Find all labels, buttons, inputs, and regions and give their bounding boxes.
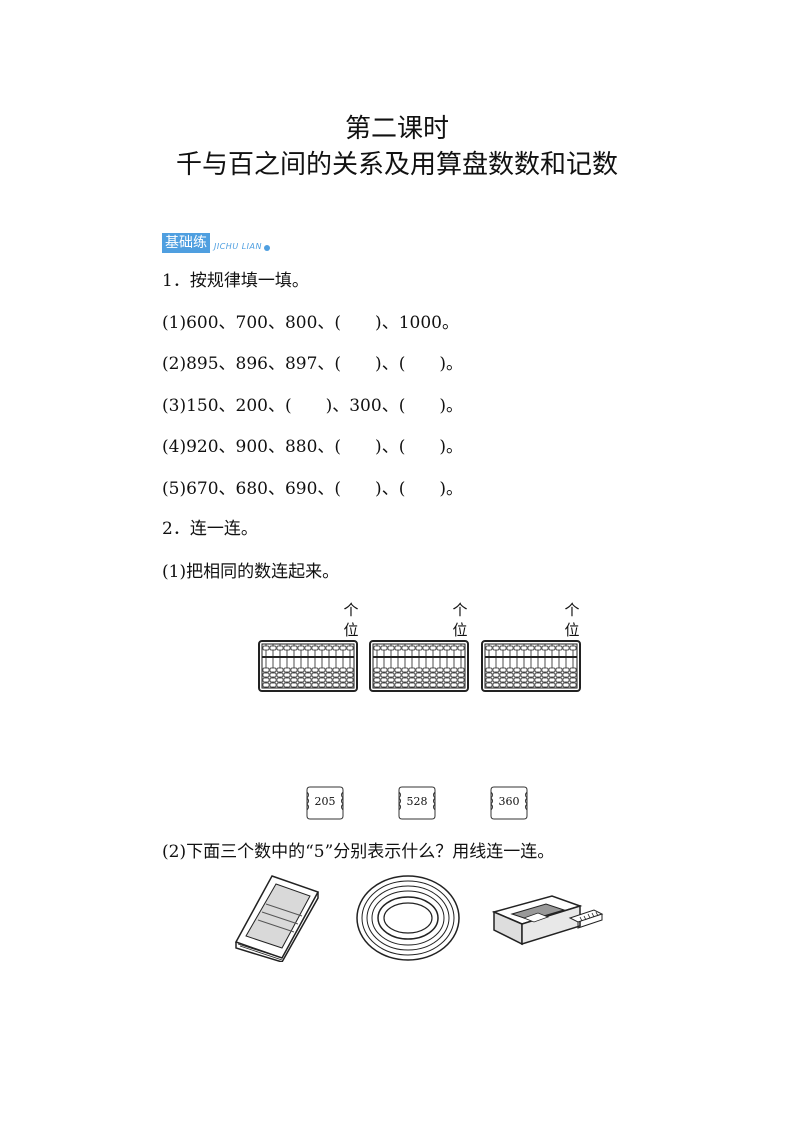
card-number: 360	[498, 795, 520, 808]
badge-label: 基础练	[162, 233, 210, 253]
abacus-icon[interactable]	[369, 640, 469, 692]
place-label-bottom: 位	[343, 621, 359, 639]
abacus-drawing	[481, 640, 581, 692]
lesson-title: 第二课时	[344, 114, 449, 144]
abacus-icon[interactable]	[481, 640, 581, 692]
question-1-item-5: (5)670、680、690、( )、( )。	[162, 479, 463, 499]
ones-place-label: 个 位	[342, 600, 360, 640]
ones-place-label: 个 位	[451, 600, 469, 640]
abacus-drawing	[258, 640, 358, 692]
question-2-part-2: (2)下面三个数中的“5”分别表示什么？用线连一连。	[162, 842, 555, 862]
abacus-group: 个 位 个 位 个 位	[256, 600, 586, 696]
question-1-item-4: (4)920、900、880、( )、( )。	[162, 437, 463, 457]
place-label-top: 个	[564, 601, 580, 619]
question-1-item-3: (3)150、200、( )、300、( )。	[162, 396, 463, 416]
place-label-bottom: 位	[452, 621, 468, 639]
section-badge: 基础练 JICHU LIAN	[162, 233, 270, 253]
question-2-part-1: (1)把相同的数连起来。	[162, 562, 340, 582]
question-1-heading: 1．按规律填一填。	[162, 271, 309, 291]
card-frame-icon	[490, 786, 528, 820]
question-1-item-1: (1)600、700、800、( )、1000。	[162, 313, 459, 333]
lesson-subtitle: 千与百之间的关系及用算盘数数和记数	[175, 150, 618, 180]
abacus-icon[interactable]	[258, 640, 358, 692]
badge-dot-icon	[264, 245, 270, 251]
question-1-item-2: (2)895、896、897、( )、( )。	[162, 354, 463, 374]
number-card[interactable]: 528	[397, 784, 437, 822]
number-card[interactable]: 205	[305, 784, 345, 822]
question-2-heading: 2．连一连。	[162, 519, 258, 539]
badge-pinyin: JICHU LIAN	[214, 241, 262, 251]
place-label-top: 个	[343, 601, 359, 619]
card-number: 528	[406, 795, 428, 808]
matchbox-icon[interactable]	[490, 872, 610, 952]
card-frame-icon	[306, 786, 344, 820]
abacus-drawing	[369, 640, 469, 692]
place-label-top: 个	[452, 601, 468, 619]
rope-coil-icon[interactable]	[354, 872, 462, 964]
card-frame-icon	[398, 786, 436, 820]
card-number: 205	[314, 795, 336, 808]
number-card[interactable]: 360	[489, 784, 529, 822]
place-label-bottom: 位	[564, 621, 580, 639]
ones-place-label: 个 位	[563, 600, 581, 640]
paper-stack-icon[interactable]	[232, 872, 322, 962]
